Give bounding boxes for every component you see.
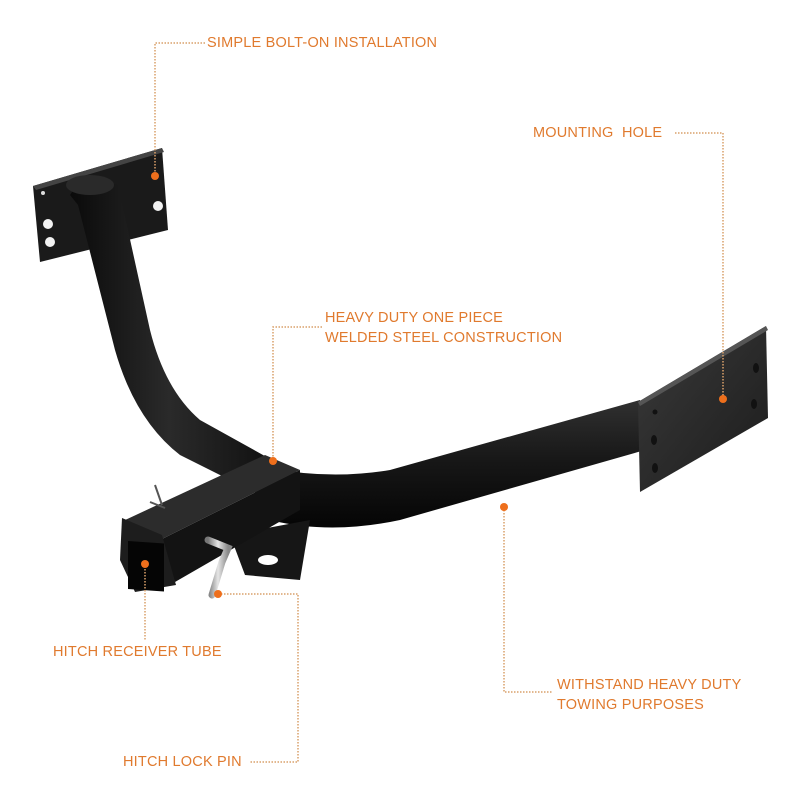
leader-welded xyxy=(272,326,322,460)
callout-lock-pin: HITCH LOCK PIN xyxy=(123,752,242,772)
dot-towing xyxy=(500,503,508,511)
callout-bolt-on: SIMPLE BOLT-ON INSTALLATION xyxy=(207,33,437,53)
callout-text: WITHSTAND HEAVY DUTY xyxy=(557,677,742,693)
leader-mounting-hole xyxy=(675,132,724,399)
hitch-lock-pin xyxy=(204,536,233,599)
callout-mounting-hole: MOUNTING HOLE xyxy=(533,123,662,143)
dot-bolt-on xyxy=(151,172,159,180)
right-cross-tube xyxy=(270,400,645,528)
callout-leaders xyxy=(144,42,724,763)
leader-towing xyxy=(503,507,552,693)
callout-text: SIMPLE BOLT-ON INSTALLATION xyxy=(207,35,438,51)
receiver-tube xyxy=(120,455,310,592)
dot-receiver xyxy=(141,560,149,568)
callout-text: HITCH RECEIVER TUBE xyxy=(53,644,222,660)
callout-text: HEAVY DUTY ONE PIECE xyxy=(325,310,504,326)
callout-text: HITCH LOCK PIN xyxy=(123,754,242,770)
callout-towing: WITHSTAND HEAVY DUTY TOWING PURPOSES xyxy=(557,675,741,715)
leader-bolt-on xyxy=(154,42,205,176)
dot-mounting-hole xyxy=(719,395,727,403)
dot-lock-pin xyxy=(214,590,222,598)
callout-text: WELDED STEEL CONSTRUCTION xyxy=(325,330,563,346)
callout-receiver-tube: HITCH RECEIVER TUBE xyxy=(53,642,222,662)
left-arm-tube xyxy=(66,175,290,505)
callout-text: TOWING PURPOSES xyxy=(557,697,704,713)
callout-text: MOUNTING HOLE xyxy=(533,125,663,141)
callout-dots xyxy=(141,172,727,598)
right-mounting-plate xyxy=(638,326,768,492)
callout-welded-construction: HEAVY DUTY ONE PIECE WELDED STEEL CONSTR… xyxy=(325,308,562,348)
leader-lock-pin xyxy=(218,593,299,763)
dot-welded xyxy=(269,457,277,465)
